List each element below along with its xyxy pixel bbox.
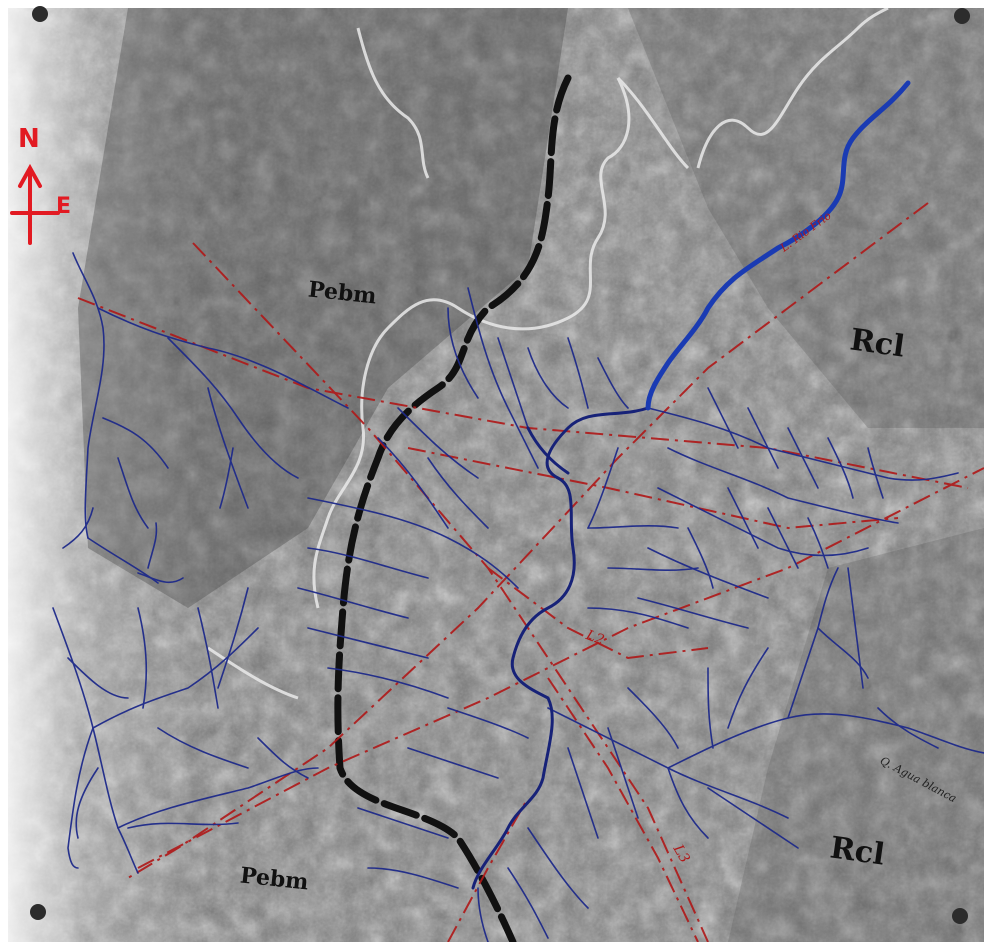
rio-frio-river (645, 80, 911, 411)
corner-marker-bottom-left (30, 904, 46, 920)
photo-left-haze (8, 8, 984, 942)
lineament-nw-se (192, 242, 709, 942)
corner-marker-top-left (32, 6, 48, 22)
forested-hill-dark (78, 8, 568, 608)
east-label: E (56, 194, 72, 219)
aerial-photo: N E Pebm Pebm Rcl Rcl Q. Agua blanca L. … (8, 8, 984, 942)
main-collector (471, 406, 650, 890)
unit-label-rcl-north: Rcl (847, 322, 907, 365)
lineament-sw-ne (137, 467, 984, 869)
lineament-w-e-2 (407, 447, 899, 530)
forested-hill-southeast (728, 528, 984, 942)
drainage-network (52, 252, 984, 942)
roads (207, 8, 889, 700)
corner-marker-top-right (954, 8, 970, 24)
north-arrow (10, 163, 60, 245)
lineament-l3 (547, 677, 699, 942)
forested-hill-east (628, 8, 984, 428)
corner-marker-bottom-right (952, 908, 968, 924)
geologic-contact-line (334, 74, 572, 942)
lineament-south (447, 797, 529, 942)
north-label: N (18, 124, 40, 154)
map-canvas (8, 8, 984, 942)
unit-label-rcl-south: Rcl (827, 830, 887, 873)
